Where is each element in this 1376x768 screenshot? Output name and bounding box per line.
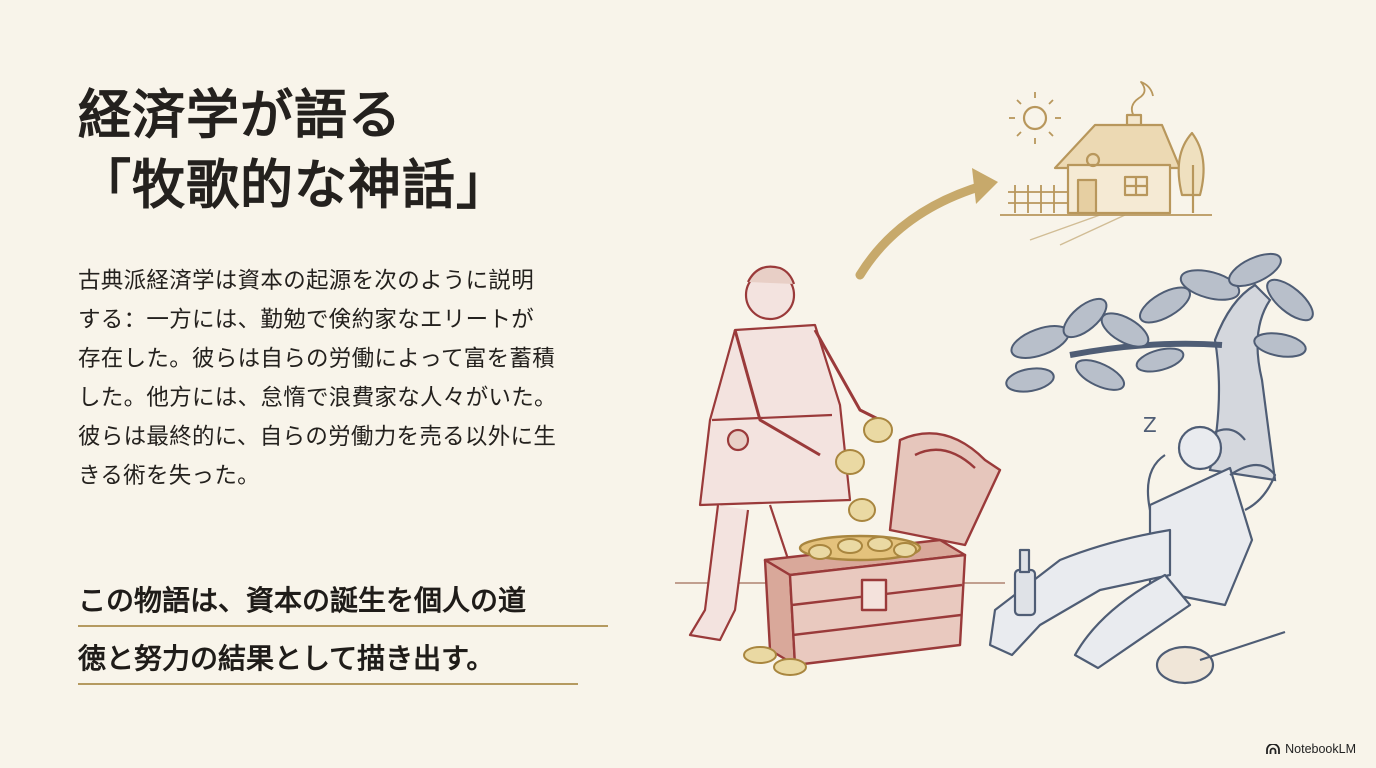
notebooklm-logo-icon bbox=[1266, 743, 1281, 754]
treasure-chest-icon bbox=[763, 432, 1002, 667]
body-line-6: きる術を失った。 bbox=[78, 463, 260, 489]
tree-icon bbox=[1005, 252, 1314, 482]
progress-arrow-icon bbox=[855, 168, 998, 280]
conclusion-underline-2 bbox=[78, 683, 578, 685]
gold-coins-icon bbox=[743, 417, 917, 676]
conclusion-line-2: 徳と努力の結果として描き出す。 bbox=[78, 642, 495, 675]
title-line-2: 「牧歌的な神話」 bbox=[78, 154, 510, 216]
slide-title: 経済学が語る 「牧歌的な神話」 bbox=[78, 80, 510, 220]
industrious-man-icon bbox=[688, 265, 881, 642]
notebooklm-label: NotebookLM bbox=[1285, 742, 1356, 756]
conclusion-underline-1 bbox=[78, 625, 608, 627]
idle-man-icon bbox=[988, 425, 1286, 685]
body-line-4: した。他方には、怠惰で浪費家な人々がいた。 bbox=[78, 385, 557, 411]
house-icon bbox=[1000, 81, 1212, 246]
illustration: Z bbox=[675, 81, 1314, 685]
conclusion-statement: この物語は、資本の誕生を個人の道 徳と努力の結果として描き出す。 bbox=[78, 583, 608, 699]
body-line-5: 彼らは最終的に、自らの労働力を売る以外に生 bbox=[78, 424, 557, 450]
body-line-1: 古典派経済学は資本の起源を次のように説明 bbox=[78, 268, 535, 294]
body-line-3: 存在した。彼らは自らの労働によって富を蓄積 bbox=[78, 346, 556, 372]
conclusion-line-1: この物語は、資本の誕生を個人の道 bbox=[78, 584, 527, 617]
body-paragraph: 古典派経済学は資本の起源を次のように説明 する：一方には、勤勉で倹約家なエリート… bbox=[78, 262, 557, 496]
sleep-z-icon: Z bbox=[1143, 413, 1157, 437]
title-line-1: 経済学が語る bbox=[78, 84, 402, 146]
notebooklm-badge: NotebookLM bbox=[1266, 742, 1356, 756]
body-line-2: する：一方には、勤勉で倹約家なエリートが bbox=[78, 307, 535, 333]
